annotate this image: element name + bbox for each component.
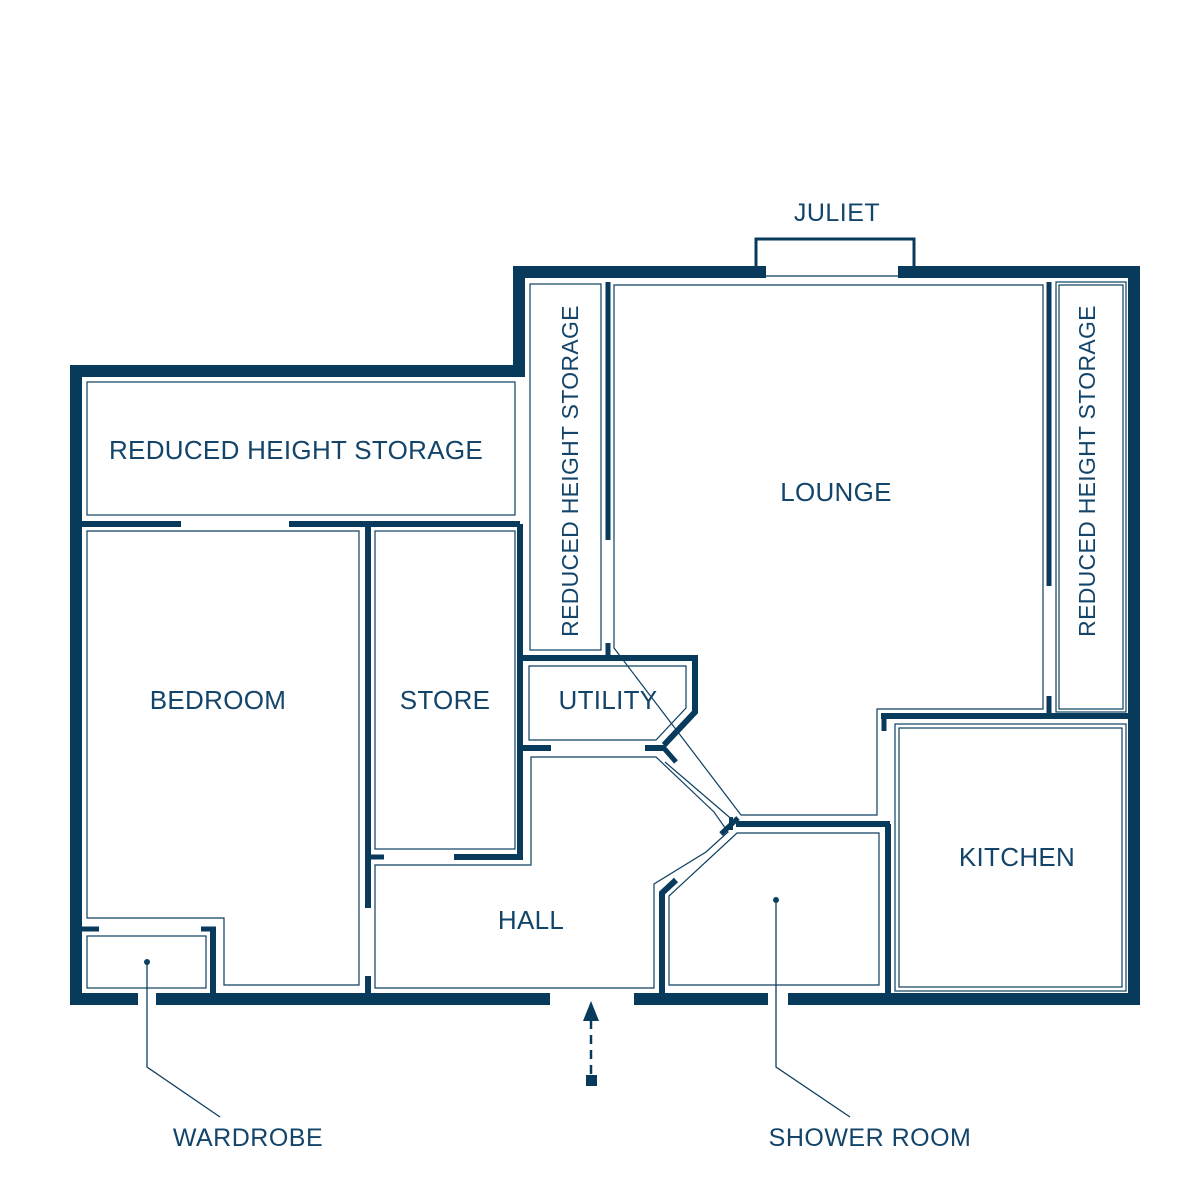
exterior-walls <box>70 266 1140 1005</box>
reduced-storage-left-label: REDUCED HEIGHT STORAGE <box>557 305 583 637</box>
kitchen-label: KITCHEN <box>959 842 1075 872</box>
lounge-label: LOUNGE <box>780 477 892 507</box>
dashed-up-arrow-icon <box>583 1001 599 1086</box>
reduced-storage-top-label: REDUCED HEIGHT STORAGE <box>109 435 483 465</box>
label-pointers <box>144 897 851 1118</box>
utility-label: UTILITY <box>559 685 658 715</box>
wardrobe-pointer-line <box>146 962 221 1118</box>
room-labels: JULIET REDUCED HEIGHT STORAGE REDUCED HE… <box>109 199 1100 1152</box>
bedroom-label: BEDROOM <box>150 685 286 715</box>
juliet-label: JULIET <box>794 199 880 227</box>
shower-room-label: SHOWER ROOM <box>769 1124 972 1152</box>
store-label: STORE <box>400 685 491 715</box>
interior-walls <box>82 282 1132 995</box>
shower-pointer-line <box>775 900 851 1118</box>
reduced-storage-right-label: REDUCED HEIGHT STORAGE <box>1074 305 1100 637</box>
room-outlines <box>86 281 1127 992</box>
wardrobe-label: WARDROBE <box>173 1124 323 1152</box>
hall-label: HALL <box>498 905 564 935</box>
juliet-balcony <box>754 237 916 277</box>
